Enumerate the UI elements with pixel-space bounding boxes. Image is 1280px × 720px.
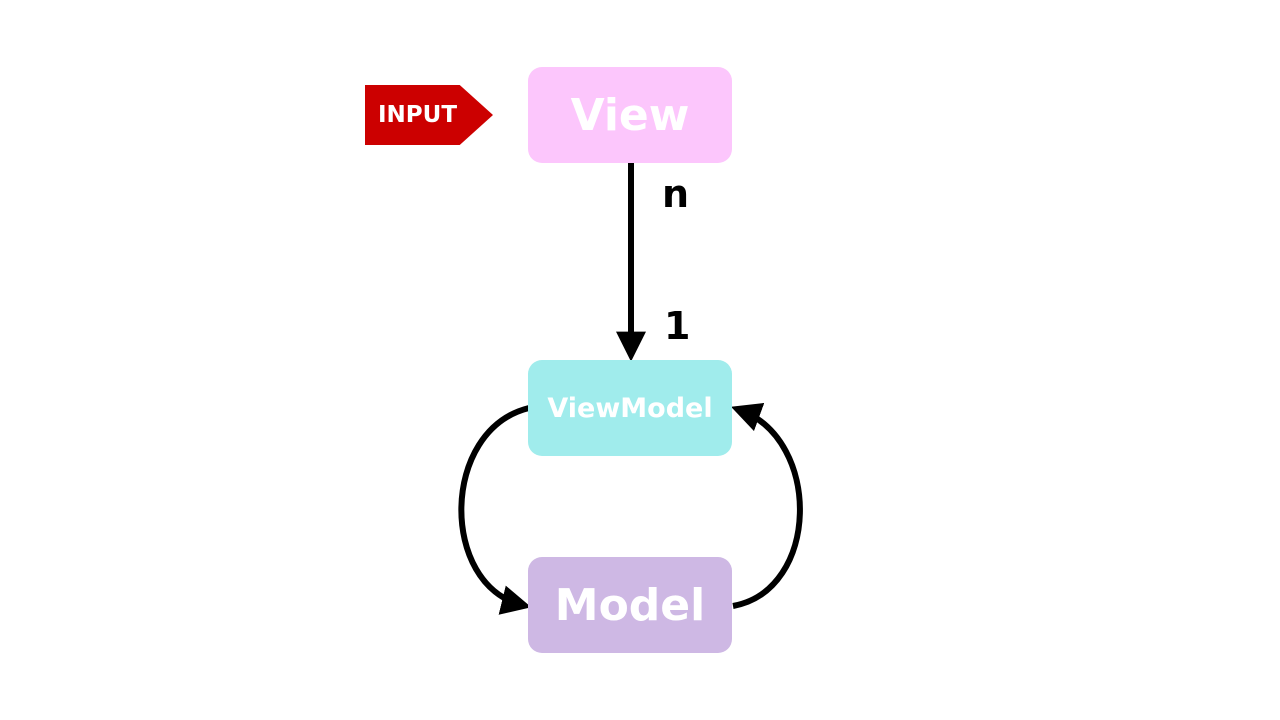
viewmodel-node: ViewModel: [528, 360, 732, 456]
view-node: View: [528, 67, 732, 163]
model-node: Model: [528, 557, 732, 653]
viewmodel-to-model-arrow: [458, 405, 532, 615]
multiplicity-view-side: n: [662, 172, 690, 216]
multiplicity-viewmodel-side: 1: [664, 304, 691, 348]
model-to-viewmodel-arrow: [730, 402, 803, 609]
